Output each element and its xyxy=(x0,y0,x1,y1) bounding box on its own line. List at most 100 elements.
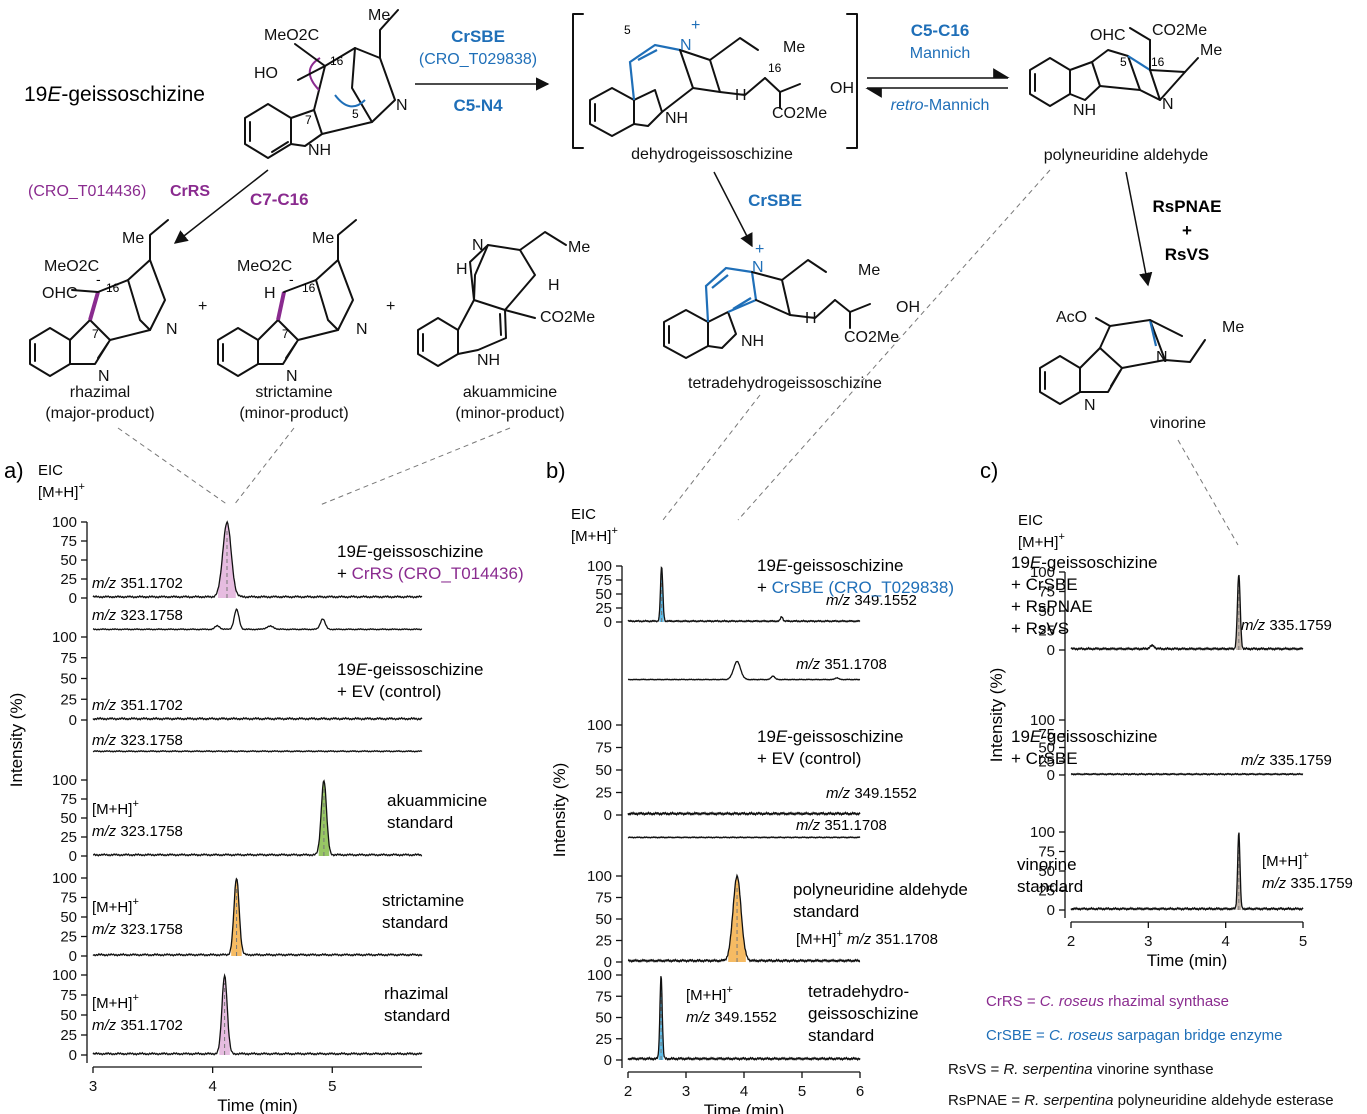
atom-oh-2: OH xyxy=(830,80,854,97)
tetradehydrogeissoschizine-structure xyxy=(663,259,871,359)
mz-label: m/z 335.1759 xyxy=(1241,617,1332,634)
geissoschizine-structure xyxy=(244,9,399,159)
eic-trace xyxy=(627,873,861,964)
y-axis-label: Intensity (%) xyxy=(7,693,26,787)
mz-label: m/z 351.1708 xyxy=(796,656,887,673)
atom-n-2: N xyxy=(680,37,692,54)
eic-trace xyxy=(92,716,423,721)
atom-n-5b: N xyxy=(286,368,298,385)
panel-a-label: a) xyxy=(4,458,24,483)
sample-label: geissoschizine xyxy=(808,1004,919,1023)
sample-label: vinorine xyxy=(1017,855,1077,874)
eic-trace xyxy=(92,608,423,631)
y-tick-label: 25 xyxy=(60,691,77,708)
eic-trace xyxy=(627,976,861,1062)
y-tick-label: 50 xyxy=(595,911,612,928)
plus-sign-2: + xyxy=(386,298,395,315)
x-tick-label: 2 xyxy=(1067,933,1075,950)
y-tick-label: 50 xyxy=(60,552,77,569)
mannich-label: Mannich xyxy=(910,45,970,62)
atom-5-3: 5 xyxy=(1120,55,1127,69)
atom-16-5: 16 xyxy=(302,281,316,295)
y-tick-label: 0 xyxy=(69,712,77,729)
y-tick-label: 100 xyxy=(52,772,77,789)
y-tick-label: 50 xyxy=(595,1010,612,1027)
atom-7-5: 7 xyxy=(282,327,289,341)
mz-label: m/z 351.1702 xyxy=(92,697,183,714)
y-tick-label: 25 xyxy=(595,600,612,617)
atom-n-8a: N xyxy=(1156,349,1168,366)
atom-co2me-2: CO2Me xyxy=(772,105,827,122)
sample-label: strictamine xyxy=(382,891,464,910)
enzyme-rs-id: (CRO_T014436) xyxy=(28,183,146,200)
atom-16-2: 16 xyxy=(768,61,782,75)
atom-h-2: H xyxy=(735,87,747,104)
y-tick-label: 75 xyxy=(60,890,77,907)
sample-label: + RsVS xyxy=(1011,619,1069,638)
enzyme-vs-label: RsVS xyxy=(1165,245,1209,264)
eic-trace xyxy=(92,972,423,1056)
panel-b-label: b) xyxy=(546,458,566,483)
y-tick-label: 75 xyxy=(1038,726,1055,743)
y-tick-label: 25 xyxy=(595,785,612,802)
legend-entry: RsVS = R. serpentina vinorine synthase xyxy=(948,1061,1214,1078)
y-tick-label: 50 xyxy=(1038,863,1055,880)
atom-n-6: N xyxy=(472,237,484,254)
mz-label: m/z 323.1758 xyxy=(92,607,183,624)
x-tick-label: 5 xyxy=(798,1083,806,1100)
label-dehydrogeissoschizine: dehydrogeissoschizine xyxy=(631,146,793,163)
x-tick-label: 4 xyxy=(1221,933,1229,950)
y-tick-label: 50 xyxy=(595,586,612,603)
atom-nh-1: NH xyxy=(308,142,331,159)
y-tick-label: 100 xyxy=(1030,712,1055,729)
dehydrogeissoschizine-structure xyxy=(589,37,801,137)
y-tick-label: 75 xyxy=(595,572,612,589)
y-tick-label: 75 xyxy=(60,650,77,667)
enzyme-sbe-label: CrSBE xyxy=(451,27,505,46)
eic-mh-label: [M+H]+ xyxy=(1018,531,1065,551)
y-tick-label: 25 xyxy=(60,1027,77,1044)
eic-label: EIC xyxy=(1018,512,1043,529)
sample-label: + CrSBE xyxy=(1011,575,1078,594)
eic-trace xyxy=(627,566,861,623)
mz-label: m/z 335.1759 xyxy=(1262,875,1353,892)
y-tick-label: 0 xyxy=(69,590,77,607)
y-tick-label: 50 xyxy=(60,671,77,688)
atom-me-6: Me xyxy=(568,239,590,256)
atom-7-1: 7 xyxy=(305,113,312,127)
atom-16-1: 16 xyxy=(330,54,344,68)
atom-co2me-3: CO2Me xyxy=(1152,22,1207,39)
enzyme-sbe-id: (CRO_T029838) xyxy=(419,51,537,68)
atom-ohc-4: OHC xyxy=(42,285,78,302)
enzyme-sbe2-label: CrSBE xyxy=(748,191,802,210)
sample-label: 19E-geissoschizine xyxy=(757,556,904,575)
y-tick-label: 25 xyxy=(60,829,77,846)
y-tick-label: 100 xyxy=(1030,824,1055,841)
label-akuammicine: akuammicine xyxy=(463,384,557,401)
peak-fill xyxy=(659,567,664,622)
enzyme-rs-label: CrRS xyxy=(170,183,210,200)
strictamine-structure xyxy=(217,219,357,377)
label-strictamine-note: (minor-product) xyxy=(239,405,348,422)
y-tick-label: 0 xyxy=(69,948,77,965)
atom-me-5: Me xyxy=(312,230,334,247)
x-tick-label: 5 xyxy=(328,1078,336,1095)
eic-label: EIC xyxy=(571,506,596,523)
sample-label: standard xyxy=(808,1026,874,1045)
atom-h-6b: H xyxy=(548,277,560,294)
y-tick-label: 50 xyxy=(1038,603,1055,620)
y-tick-label: 0 xyxy=(604,954,612,971)
eic-trace xyxy=(92,520,423,599)
y-tick-label: 0 xyxy=(604,614,612,631)
sample-label: + EV (control) xyxy=(757,749,861,768)
rhazimal-structure xyxy=(29,219,169,377)
eic-trace xyxy=(93,779,423,857)
atom-n-7: N xyxy=(752,259,764,276)
eic-trace xyxy=(92,877,423,957)
atom-me-7: Me xyxy=(858,262,880,279)
y-tick-label: 75 xyxy=(60,533,77,550)
atom-ho-1: HO xyxy=(254,65,278,82)
